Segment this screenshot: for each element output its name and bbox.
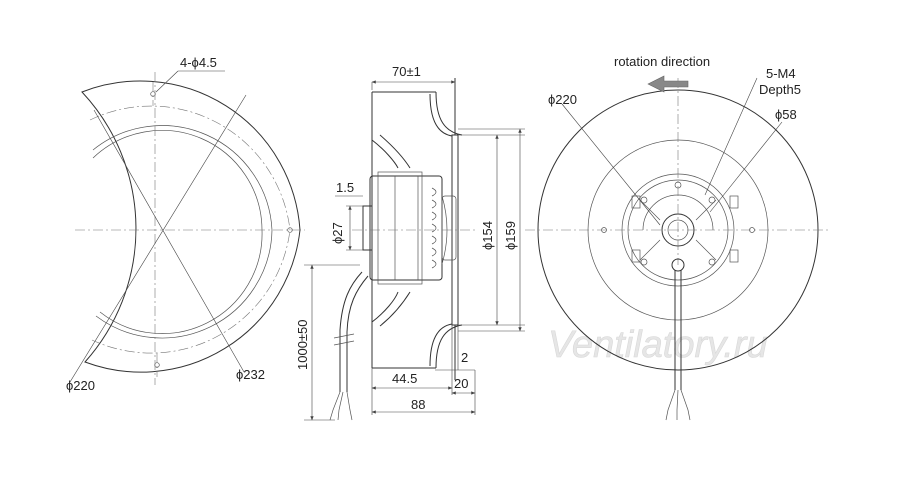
side-width-total: 70±1 bbox=[392, 64, 421, 79]
watermark: Ventilatory.ru bbox=[548, 324, 768, 366]
side-dia-159: ϕ159 bbox=[503, 221, 518, 250]
left-view bbox=[69, 70, 305, 385]
side-view bbox=[304, 78, 525, 421]
side-dim-44-5: 44.5 bbox=[392, 371, 417, 386]
left-dia-inner: ϕ220 bbox=[66, 378, 95, 393]
left-dia-outer: ϕ232 bbox=[236, 367, 265, 382]
side-dia-154: ϕ154 bbox=[480, 221, 495, 250]
side-hub-dia: ϕ27 bbox=[330, 222, 345, 244]
side-dim-88: 88 bbox=[411, 397, 425, 412]
side-dim-20: 20 bbox=[454, 376, 468, 391]
front-rotation-label: rotation direction bbox=[614, 54, 710, 69]
front-dia-58: ϕ58 bbox=[775, 107, 797, 122]
front-dia-220: ϕ220 bbox=[548, 92, 577, 107]
rotation-arrow-icon bbox=[647, 75, 689, 93]
front-depth-callout: Depth5 bbox=[759, 82, 801, 97]
side-dim-2: 2 bbox=[461, 350, 468, 365]
side-cable-length: 1000±50 bbox=[295, 319, 310, 370]
left-hole-callout: 4-ϕ4.5 bbox=[180, 55, 217, 70]
front-view bbox=[525, 75, 830, 421]
front-thread-callout: 5-M4 bbox=[766, 66, 796, 81]
side-flange-thickness: 1.5 bbox=[336, 180, 354, 195]
